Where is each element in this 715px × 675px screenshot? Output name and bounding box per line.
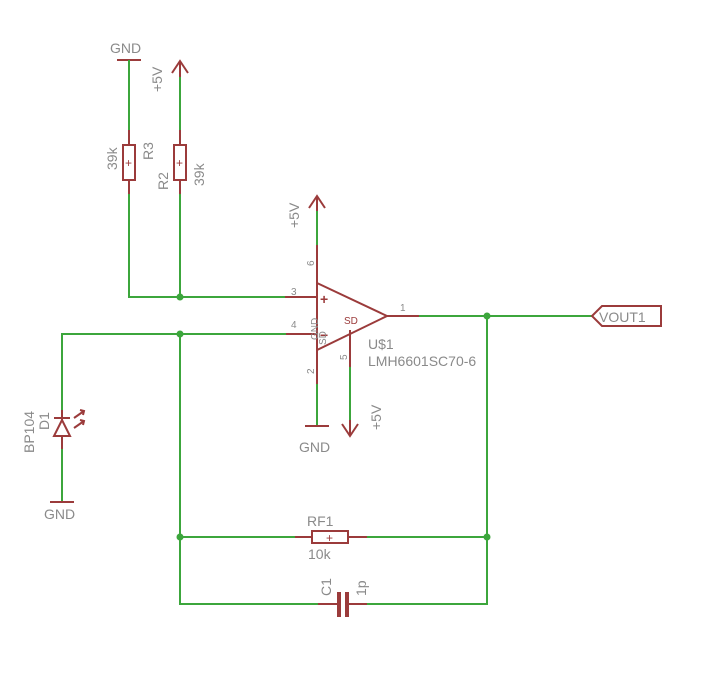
gnd-symbol-diode: GND bbox=[44, 501, 75, 522]
c1-value: 1p bbox=[353, 580, 369, 596]
junction-pin3 bbox=[176, 293, 184, 301]
r3-name: R3 bbox=[140, 142, 156, 160]
rf1-value: 10k bbox=[308, 546, 332, 562]
capacitor-c1: C1 1p bbox=[318, 578, 369, 617]
resistor-rf1: + RF1 10k bbox=[295, 513, 368, 562]
pin1-label: 1 bbox=[400, 303, 406, 314]
vout-port: VOUT1 bbox=[590, 305, 662, 327]
opamp-sd-bar-label: SD̅ bbox=[317, 331, 329, 345]
vcc-label-opamp: +5V bbox=[286, 202, 302, 228]
opamp-sd-label: SD bbox=[344, 316, 358, 327]
resistor-r2: + R2 39k bbox=[155, 130, 207, 195]
gnd-symbol-opamp: GND bbox=[299, 425, 330, 455]
r2-name: R2 bbox=[155, 172, 171, 190]
vcc-symbol-top: +5V bbox=[149, 59, 189, 92]
opamp-minus-sign: − bbox=[320, 327, 328, 343]
pin6-label: 6 bbox=[306, 260, 317, 266]
r3-value: 39k bbox=[104, 146, 120, 170]
svg-text:+: + bbox=[125, 156, 132, 170]
vcc-symbol-sd: +5V bbox=[341, 404, 384, 438]
rf1-name: RF1 bbox=[307, 513, 334, 529]
u1-name: U$1 bbox=[368, 336, 394, 352]
r2-value: 39k bbox=[191, 162, 207, 186]
resistor-r3: + 39k R3 bbox=[104, 130, 156, 195]
gnd-label-top: GND bbox=[110, 40, 141, 56]
vout-label: VOUT1 bbox=[599, 309, 646, 325]
pin5-label: 5 bbox=[339, 354, 350, 360]
c1-name: C1 bbox=[318, 578, 334, 596]
pin2-label: 2 bbox=[306, 368, 317, 374]
vcc-label-sd: +5V bbox=[368, 404, 384, 430]
d1-name: D1 bbox=[36, 412, 52, 430]
pin4-label: 4 bbox=[291, 320, 297, 331]
svg-text:+: + bbox=[176, 156, 183, 170]
u1-value: LMH6601SC70-6 bbox=[368, 353, 476, 369]
svg-text:+: + bbox=[326, 531, 333, 545]
d1-value: BP104 bbox=[21, 411, 37, 453]
pin3-label: 3 bbox=[291, 287, 297, 298]
gnd-symbol-top: GND bbox=[110, 40, 141, 61]
opamp-ground-label: GND bbox=[310, 318, 321, 340]
gnd-label-diode: GND bbox=[44, 506, 75, 522]
gnd-label-opamp: GND bbox=[299, 439, 330, 455]
photodiode-d1: D1 BP104 bbox=[21, 409, 86, 453]
opamp-plus-sign: + bbox=[320, 291, 328, 307]
vcc-label-top: +5V bbox=[149, 66, 165, 92]
opamp-u1: +5V 6 3 4 + − SD̅ GND SD 1 2 5 U$1 LMH66… bbox=[285, 194, 476, 385]
